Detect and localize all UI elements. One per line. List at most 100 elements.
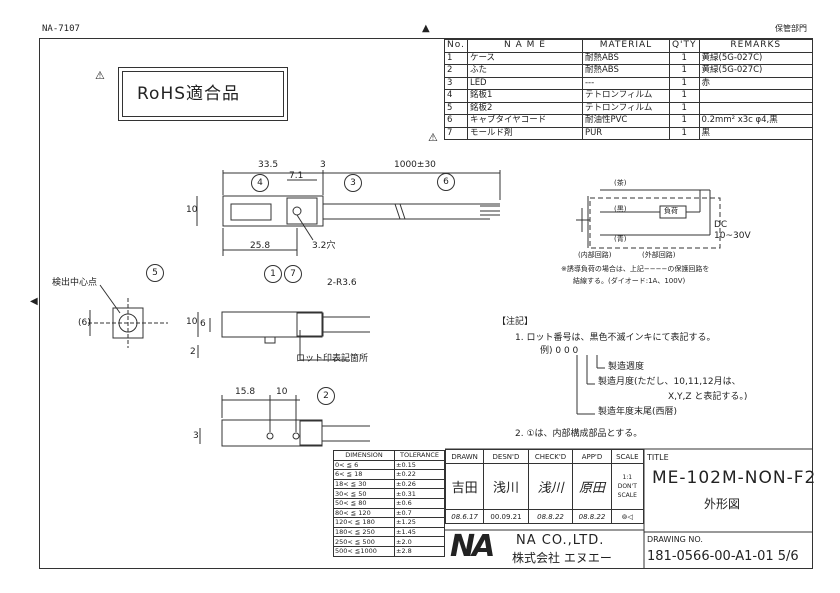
drawing-no: 181-0566-00-A1-01 5/6 xyxy=(647,549,799,564)
cell: PUR xyxy=(581,126,670,140)
notes-title: 【注記】 xyxy=(497,317,534,327)
table-row: 120< ≦ 180±1.25 xyxy=(333,517,445,528)
cell: ±0.7 xyxy=(394,507,445,519)
sig-header: APP'D xyxy=(572,449,612,464)
rohs-box: RoHS適合品 xyxy=(118,67,288,121)
company-name: NA CO.,LTD. xyxy=(516,533,605,548)
dim-text: (6) xyxy=(78,318,91,328)
rohs-label: RoHS適合品 xyxy=(137,84,241,104)
note-line: 製造週度 xyxy=(608,362,645,372)
volt-label: 10~30V xyxy=(714,231,751,241)
sig-header: DRAWN xyxy=(444,449,485,464)
dim-text: 10 xyxy=(186,317,198,327)
dim-text: 25.8 xyxy=(250,241,271,251)
cell: ±2.0 xyxy=(394,536,445,547)
dim-text: 7.1 xyxy=(289,171,304,181)
note-1: 1. ロット番号は、黒色不滅インキにて表記する。 xyxy=(515,333,716,343)
note-line: 製造月度(ただし、10,11,12月は、 xyxy=(598,377,741,387)
tol-header: DIMENSION xyxy=(333,450,395,461)
balloon: 3 xyxy=(344,174,362,192)
cell: モールド剤 xyxy=(466,126,583,140)
sig-header: CHECK'D xyxy=(527,449,574,464)
dim-text: 3.2穴 xyxy=(312,241,336,251)
table-row: 500< ≦1000±2.8 xyxy=(333,545,445,557)
dont-label: DON'T xyxy=(617,483,637,490)
dim-text: 3 xyxy=(193,431,199,441)
note-example: 例) 0 0 0 xyxy=(540,346,579,356)
cell: ±0.31 xyxy=(394,488,445,499)
dont-label: SCALE xyxy=(617,492,637,499)
signature: 浅川 xyxy=(527,463,574,510)
storage-label: 保管部門 xyxy=(775,24,807,33)
table-row: 180< ≦ 250±1.45 xyxy=(333,526,445,538)
wire-label: (青) xyxy=(614,235,627,243)
side-marker-icon: ◀ xyxy=(30,296,38,307)
balloon: 1 xyxy=(264,265,282,283)
cell: 30< ≦ 50 xyxy=(333,488,395,499)
table-row: 50< ≦ 80±0.6 xyxy=(333,497,445,509)
logo: NA xyxy=(450,529,495,564)
dim-text: 3 xyxy=(320,160,326,170)
cell: 0< ≦ 6 xyxy=(333,459,395,471)
tol-header: TOLERANCE xyxy=(394,450,445,461)
scale-value: 1:1 xyxy=(622,474,633,481)
cell: 250< ≦ 500 xyxy=(333,536,395,547)
table-row: 6< ≦ 18±0.22 xyxy=(333,469,445,480)
center-label: 検出中心点 xyxy=(52,278,98,288)
cell: ±0.22 xyxy=(394,469,445,480)
cell: 50< ≦ 80 xyxy=(333,497,395,509)
cell: ±0.15 xyxy=(394,459,445,471)
signature: 原田 xyxy=(572,463,612,510)
cell: ±1.25 xyxy=(394,517,445,528)
signature: 吉田 xyxy=(444,463,485,510)
balloon: 4 xyxy=(251,174,269,192)
note-line: X,Y,Z と表記する。) xyxy=(668,392,748,402)
drawing-subtitle: 外形図 xyxy=(704,497,741,511)
note-2: 2. ①は、内部構成部品とする。 xyxy=(515,429,643,439)
dim-text: 1000±30 xyxy=(394,160,436,170)
load-label: 負荷 xyxy=(664,207,678,215)
table-row: 0< ≦ 6±0.15 xyxy=(333,459,445,471)
cell: ±0.6 xyxy=(394,497,445,509)
note-line: 製造年度末尾(西暦) xyxy=(598,407,678,417)
cell: ±0.26 xyxy=(394,478,445,490)
dim-text: 10 xyxy=(186,205,198,215)
warning-icon: ⚠ xyxy=(428,131,438,144)
lot-label: ロット印表記箇所 xyxy=(296,354,369,364)
top-marker-icon: ▲ xyxy=(422,23,430,34)
table-row: 30< ≦ 50±0.31 xyxy=(333,488,445,499)
cell: 180< ≦ 250 xyxy=(333,526,395,538)
cell: 6< ≦ 18 xyxy=(333,469,395,480)
drawing-no-label: DRAWING NO. xyxy=(647,535,703,544)
signature: 浅川 xyxy=(483,463,529,510)
dim-text: 10 xyxy=(276,387,288,397)
wire-label: (黒) xyxy=(614,205,627,213)
projection-icon: ⊚◁ xyxy=(610,509,645,524)
circuit-note: 結線する。(ダイオード:1A、100V) xyxy=(573,277,686,285)
wire-label: (茶) xyxy=(614,179,627,187)
dim-text: 2-R3.6 xyxy=(327,278,357,288)
drawing-frame xyxy=(39,38,813,569)
dc-label: DC xyxy=(714,220,728,230)
balloon: 7 xyxy=(284,265,302,283)
table-row: 18< ≦ 30±0.26 xyxy=(333,478,445,490)
sig-header: DESN'D xyxy=(483,449,529,464)
inner-label: (内部回路) xyxy=(578,251,612,259)
dim-text: 2 xyxy=(190,347,196,357)
drawing-title: ME-102M-NON-F2 xyxy=(652,468,817,488)
cell: 120< ≦ 180 xyxy=(333,517,395,528)
title-label: TITLE xyxy=(647,453,669,462)
outer-label: (外部回路) xyxy=(642,251,676,259)
warning-icon: ⚠ xyxy=(95,69,105,82)
balloon: 5 xyxy=(146,264,164,282)
date: 00.09.21 xyxy=(483,509,529,524)
cell: 18< ≦ 30 xyxy=(333,478,395,490)
